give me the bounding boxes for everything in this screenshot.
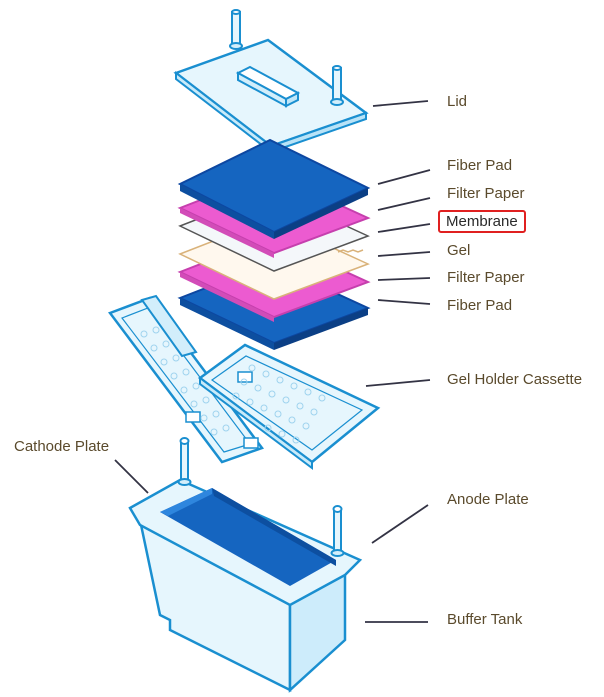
label-anode-plate: Anode Plate <box>447 491 529 508</box>
leader-line-filter-paper-bottom <box>377 277 431 281</box>
leader-line-anode <box>371 504 429 544</box>
lid-part <box>173 9 369 155</box>
label-buffer-tank: Buffer Tank <box>447 611 523 628</box>
leader-line-lid <box>372 100 429 107</box>
label-cathode-plate: Cathode Plate <box>14 438 110 455</box>
label-filter-paper-top: Filter Paper <box>447 185 525 202</box>
buffer-tank-part <box>128 437 363 693</box>
leader-line-membrane <box>377 223 431 233</box>
label-filter-paper-bottom: Filter Paper <box>447 269 525 286</box>
leader-line-fiber-pad-bottom <box>377 299 431 305</box>
label-fiber-pad-top: Fiber Pad <box>447 157 513 174</box>
leader-line-filter-paper-top <box>377 197 431 211</box>
leader-line-cathode <box>114 459 149 494</box>
fiber-pad-top-layer <box>177 138 371 239</box>
label-membrane: Membrane <box>438 210 526 233</box>
label-lid: Lid <box>447 93 468 110</box>
label-gel-holder-cassette: Gel Holder Cassette <box>447 371 583 388</box>
leader-line-fiber-pad-top <box>377 169 431 185</box>
label-gel: Gel <box>447 242 471 259</box>
gel-holder-cassette-part <box>107 294 381 470</box>
leader-line-gel-holder <box>365 379 431 387</box>
label-fiber-pad-bottom: Fiber Pad <box>447 297 513 314</box>
leader-lines <box>114 100 431 623</box>
leader-line-gel <box>377 251 431 257</box>
